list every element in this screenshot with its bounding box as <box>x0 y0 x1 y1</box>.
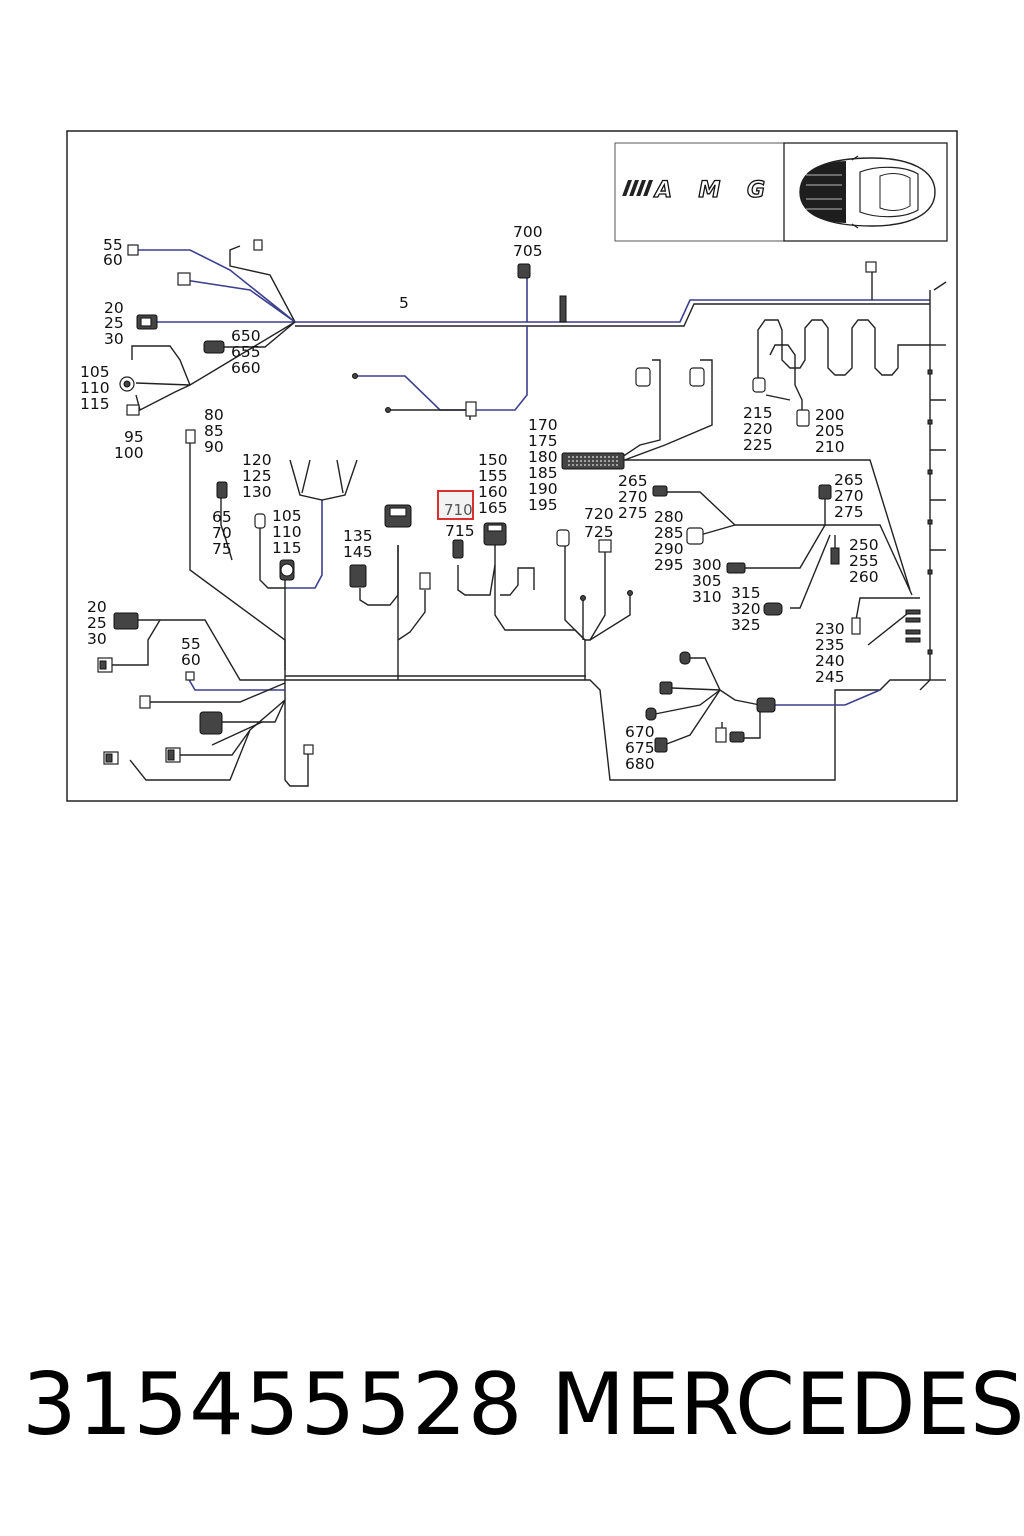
callout-145: 145 <box>343 543 373 561</box>
callout-labels: 55 60 20 25 30 650 655 660 105 110 115 9… <box>80 223 879 773</box>
callout-315: 315 <box>731 584 761 602</box>
callout-325: 325 <box>731 616 761 634</box>
callout-220: 220 <box>743 420 773 438</box>
harness-wires <box>112 245 947 787</box>
callout-225: 225 <box>743 436 773 454</box>
callout-165: 165 <box>478 499 508 517</box>
callout-680: 680 <box>625 755 655 773</box>
callout-70: 70 <box>212 524 232 542</box>
callout-705: 705 <box>513 242 543 260</box>
callout-80: 80 <box>204 406 224 424</box>
callout-120: 120 <box>242 451 272 469</box>
callout-650: 650 <box>231 327 261 345</box>
callout-65: 65 <box>212 508 232 526</box>
callout-265b: 265 <box>834 471 864 489</box>
callout-5: 5 <box>399 294 409 312</box>
highlight-box <box>437 490 474 520</box>
callout-95: 95 <box>124 428 144 446</box>
callout-155: 155 <box>478 467 508 485</box>
callout-55: 55 <box>103 236 123 254</box>
callout-125: 125 <box>242 467 272 485</box>
callout-25b: 25 <box>87 614 107 632</box>
callout-110: 110 <box>80 379 110 397</box>
callout-715: 715 <box>445 522 475 540</box>
callout-105b: 105 <box>272 507 302 525</box>
brand-name: MERCEDES <box>551 1355 1024 1455</box>
callout-30: 30 <box>104 330 124 348</box>
callout-725: 725 <box>584 523 614 541</box>
callout-260: 260 <box>849 568 879 586</box>
callout-60b: 60 <box>181 651 201 669</box>
callout-305: 305 <box>692 572 722 590</box>
callout-655: 655 <box>231 343 261 361</box>
callout-150: 150 <box>478 451 508 469</box>
callout-670: 670 <box>625 723 655 741</box>
callout-85: 85 <box>204 422 224 440</box>
callout-215: 215 <box>743 404 773 422</box>
callout-170: 170 <box>528 416 558 434</box>
callout-290: 290 <box>654 540 684 558</box>
callout-25: 25 <box>104 314 124 332</box>
callout-300: 300 <box>692 556 722 574</box>
callout-240: 240 <box>815 652 845 670</box>
callout-675: 675 <box>625 739 655 757</box>
callout-175: 175 <box>528 432 558 450</box>
callout-20b: 20 <box>87 598 107 616</box>
callout-75: 75 <box>212 540 232 558</box>
callout-100: 100 <box>114 444 144 462</box>
callout-320: 320 <box>731 600 761 618</box>
callout-710-highlighted: 710 <box>444 501 473 519</box>
callout-700: 700 <box>513 223 543 241</box>
callout-190: 190 <box>528 480 558 498</box>
callout-280: 280 <box>654 508 684 526</box>
callout-90: 90 <box>204 438 224 456</box>
callout-275: 275 <box>618 504 648 522</box>
callout-660: 660 <box>231 359 261 377</box>
callout-235: 235 <box>815 636 845 654</box>
callout-255: 255 <box>849 552 879 570</box>
callout-245: 245 <box>815 668 845 686</box>
callout-110b: 110 <box>272 523 302 541</box>
callout-310: 310 <box>692 588 722 606</box>
callout-275b: 275 <box>834 503 864 521</box>
callout-285: 285 <box>654 524 684 542</box>
callout-135: 135 <box>343 527 373 545</box>
connectors <box>97 239 933 765</box>
part-number: 315455528 <box>22 1355 524 1455</box>
amg-logo-text: AMG <box>653 178 765 203</box>
callout-55b: 55 <box>181 635 201 653</box>
callout-160: 160 <box>478 483 508 501</box>
callout-720: 720 <box>584 505 614 523</box>
callout-185: 185 <box>528 464 558 482</box>
callout-200: 200 <box>815 406 845 424</box>
amg-logo: AMG <box>614 142 785 242</box>
callout-195: 195 <box>528 496 558 514</box>
callout-130: 130 <box>242 483 272 501</box>
callout-115b: 115 <box>272 539 302 557</box>
callout-60: 60 <box>103 251 123 269</box>
callout-30b: 30 <box>87 630 107 648</box>
car-thumbnail <box>783 142 948 242</box>
callout-105: 105 <box>80 363 110 381</box>
callout-230: 230 <box>815 620 845 638</box>
callout-205: 205 <box>815 422 845 440</box>
callout-210: 210 <box>815 438 845 456</box>
callout-270b: 270 <box>834 487 864 505</box>
callout-180: 180 <box>528 448 558 466</box>
callout-20: 20 <box>104 299 124 317</box>
callout-265: 265 <box>618 472 648 490</box>
callout-295: 295 <box>654 556 684 574</box>
callout-115: 115 <box>80 395 110 413</box>
callout-270: 270 <box>618 488 648 506</box>
callout-250: 250 <box>849 536 879 554</box>
